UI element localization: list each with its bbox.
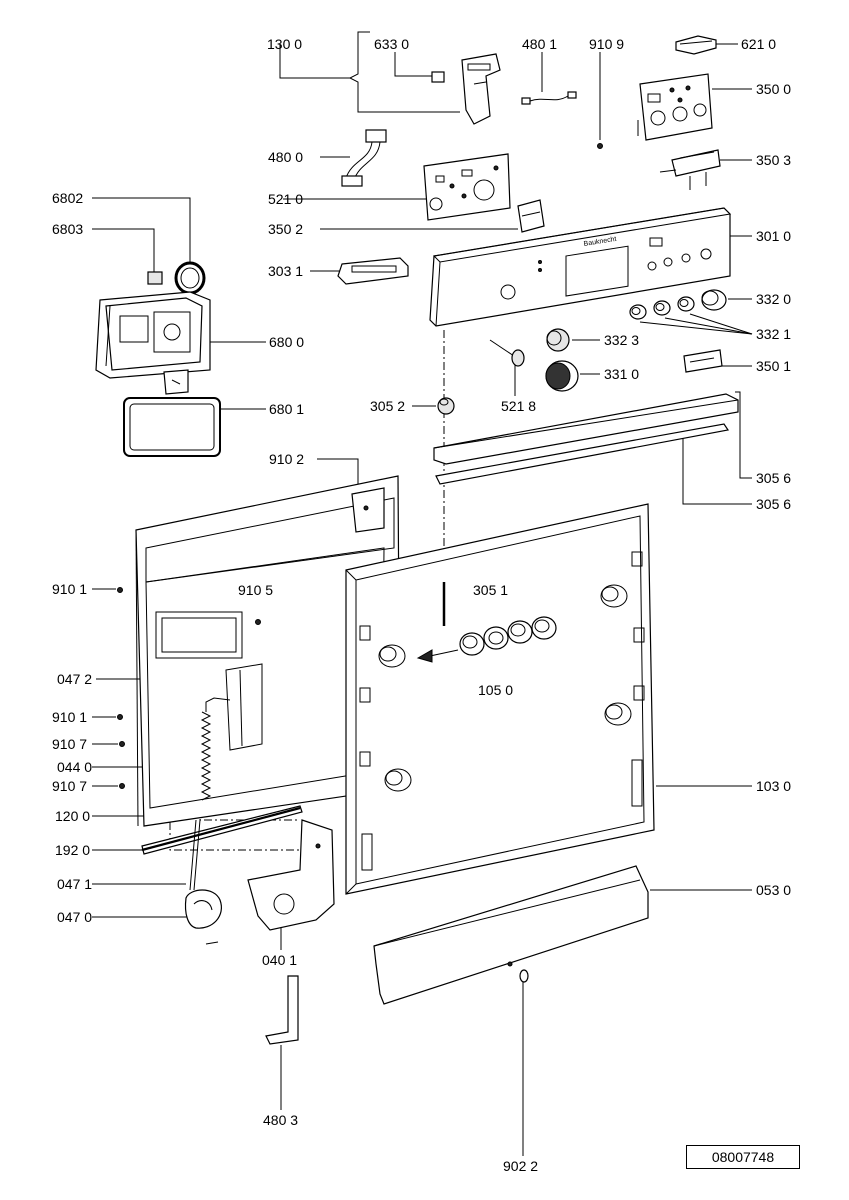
label-105-0: 105 0 [478, 682, 514, 698]
label-332-0: 332 0 [756, 291, 792, 307]
label-633-0: 633 0 [374, 36, 410, 52]
part-332-3 [546, 328, 570, 352]
label-521-0: 521 0 [268, 191, 304, 207]
label-350-2: 350 2 [268, 221, 304, 237]
label-103-0: 103 0 [756, 778, 792, 794]
screws-910 [117, 587, 261, 789]
part-305-2 [437, 397, 455, 415]
label-047-2: 047 2 [57, 671, 93, 687]
part-044-0 [200, 711, 212, 801]
label-332-1: 332 1 [756, 326, 792, 342]
part-332-1 [629, 296, 695, 320]
label-910-1-lower: 910 1 [52, 709, 88, 725]
label-331-0: 331 0 [604, 366, 640, 382]
part-350-0 [637, 73, 713, 141]
label-053-0: 053 0 [756, 882, 792, 898]
part-053-0 [373, 865, 649, 1005]
part-040-1 [247, 819, 335, 931]
label-040-1: 040 1 [262, 952, 298, 968]
part-350-1 [683, 349, 723, 373]
part-910-9 [597, 143, 603, 149]
label-480-1: 480 1 [522, 36, 558, 52]
part-633-0 [431, 53, 501, 125]
label-910-7-upper: 910 7 [52, 736, 88, 752]
part-331-0 [545, 360, 579, 392]
document-reference-box: 08007748 [686, 1145, 800, 1169]
part-680-0 [95, 291, 211, 395]
part-047-0 [184, 889, 222, 945]
label-350-1: 350 1 [756, 358, 792, 374]
part-103-0 [345, 503, 655, 895]
part-521-8 [489, 339, 525, 367]
part-301-0: Bauknecht [429, 207, 732, 327]
part-680-1 [123, 397, 221, 457]
label-350-3: 350 3 [756, 152, 792, 168]
label-910-7-lower: 910 7 [52, 778, 88, 794]
label-303-1: 303 1 [268, 263, 304, 279]
part-521-0 [423, 153, 511, 221]
part-621-0 [675, 35, 717, 55]
label-480-3: 480 3 [263, 1112, 299, 1128]
label-192-0: 192 0 [55, 842, 91, 858]
label-521-8: 521 8 [501, 398, 537, 414]
label-047-0: 047 0 [57, 909, 93, 925]
label-680-0: 680 0 [269, 334, 305, 350]
label-621-0: 621 0 [741, 36, 777, 52]
label-332-3: 332 3 [604, 332, 640, 348]
part-305-6-lower [435, 423, 730, 485]
part-047-1 [189, 819, 201, 891]
label-680-1: 680 1 [269, 401, 305, 417]
label-910-2: 910 2 [269, 451, 305, 467]
part-047-2 [205, 697, 231, 712]
label-301-0: 301 0 [756, 228, 792, 244]
label-044-0: 044 0 [57, 759, 93, 775]
part-6803 [147, 271, 163, 285]
part-902-2 [519, 969, 529, 983]
label-305-1: 305 1 [473, 582, 509, 598]
label-910-5: 910 5 [238, 582, 274, 598]
part-480-0 [341, 129, 387, 187]
part-305-6-upper [433, 393, 739, 465]
label-305-2: 305 2 [370, 398, 406, 414]
label-130-0: 130 0 [267, 36, 303, 52]
label-350-0: 350 0 [756, 81, 792, 97]
part-332-0 [701, 289, 727, 311]
part-480-1 [521, 91, 577, 105]
label-305-6-lower: 305 6 [756, 496, 792, 512]
label-6803: 6803 [52, 221, 84, 237]
label-305-6-upper: 305 6 [756, 470, 792, 486]
label-910-9: 910 9 [589, 36, 625, 52]
label-480-0: 480 0 [268, 149, 304, 165]
part-192-0 [141, 805, 303, 855]
part-480-3 [265, 975, 299, 1045]
part-303-1 [337, 257, 409, 285]
label-6802: 6802 [52, 190, 84, 206]
part-105-0 [416, 616, 557, 663]
label-910-1-upper: 910 1 [52, 581, 88, 597]
label-120-0: 120 0 [55, 808, 91, 824]
part-120-0 [135, 475, 401, 827]
label-902-2: 902 2 [503, 1158, 539, 1174]
part-350-2 [517, 199, 545, 233]
part-6802 [174, 261, 206, 295]
part-350-3 [659, 149, 721, 190]
label-047-1: 047 1 [57, 876, 93, 892]
